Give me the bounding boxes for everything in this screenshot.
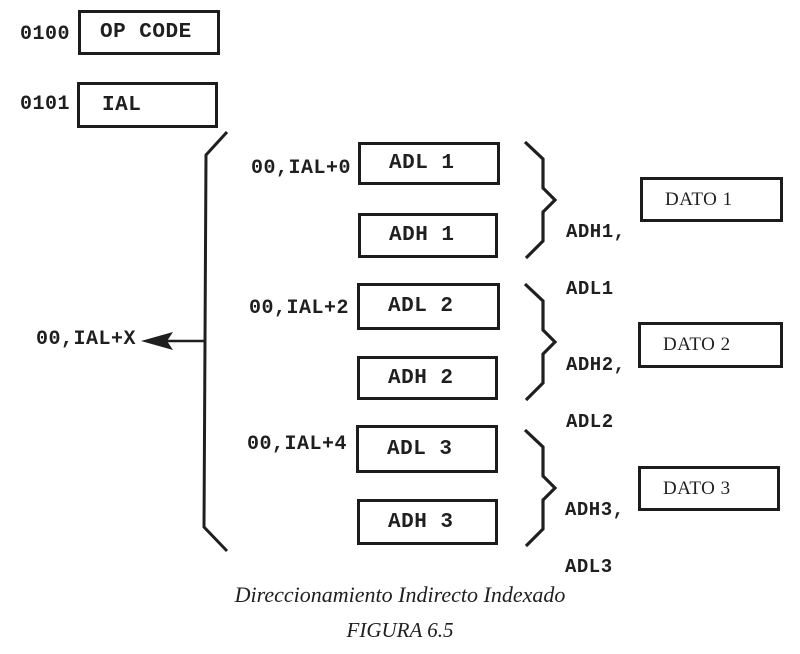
op-code-box: OP CODE	[78, 10, 220, 55]
group2-dato-box: DATO 2	[638, 322, 783, 368]
group1-adh-box: ADH 1	[358, 213, 498, 258]
group3-dato-box: DATO 3	[638, 466, 780, 511]
group1-pointer-line1: ADH1,	[566, 221, 626, 243]
group2-adl-box: ADL 2	[357, 283, 500, 330]
group2-pointer-line1: ADH2,	[566, 354, 626, 376]
group3-pointer-line2: ADL3	[565, 556, 613, 578]
group2-address-label: 00,IAL+2	[249, 297, 350, 320]
group1-address-label: 00,IAL+0	[251, 157, 352, 180]
memory-address-0101: 0101	[20, 93, 71, 116]
group1-pointer-label: ADH1, ADL1	[566, 185, 626, 337]
group3-right-brace-icon	[523, 428, 558, 548]
group2-adh-box: ADH 2	[357, 356, 498, 400]
memory-address-0100: 0100	[20, 23, 71, 46]
group3-address-label: 00,IAL+4	[247, 433, 348, 456]
group3-adl-box: ADL 3	[356, 425, 498, 473]
group2-right-brace-icon	[523, 282, 558, 402]
group1-adl-box: ADL 1	[358, 142, 500, 185]
group2-pointer-label: ADH2, ADL2	[566, 318, 626, 470]
group3-pointer-line1: ADH3,	[565, 499, 625, 521]
index-pointer-label: 00,IAL+X	[36, 328, 137, 351]
group3-pointer-label: ADH3, ADL3	[565, 463, 625, 615]
big-left-brace-icon	[202, 130, 229, 553]
figure-number: FIGURA 6.5	[346, 618, 454, 642]
index-arrow-head-icon	[141, 332, 173, 350]
group1-dato-box: DATO 1	[640, 177, 783, 222]
ial-box: IAL	[77, 82, 218, 128]
group3-adh-box: ADH 3	[357, 499, 498, 545]
group1-right-brace-icon	[523, 140, 558, 260]
group1-pointer-line2: ADL1	[566, 278, 614, 300]
figure-caption: Direccionamiento Indirecto Indexado	[234, 582, 566, 607]
group2-pointer-line2: ADL2	[566, 411, 614, 433]
